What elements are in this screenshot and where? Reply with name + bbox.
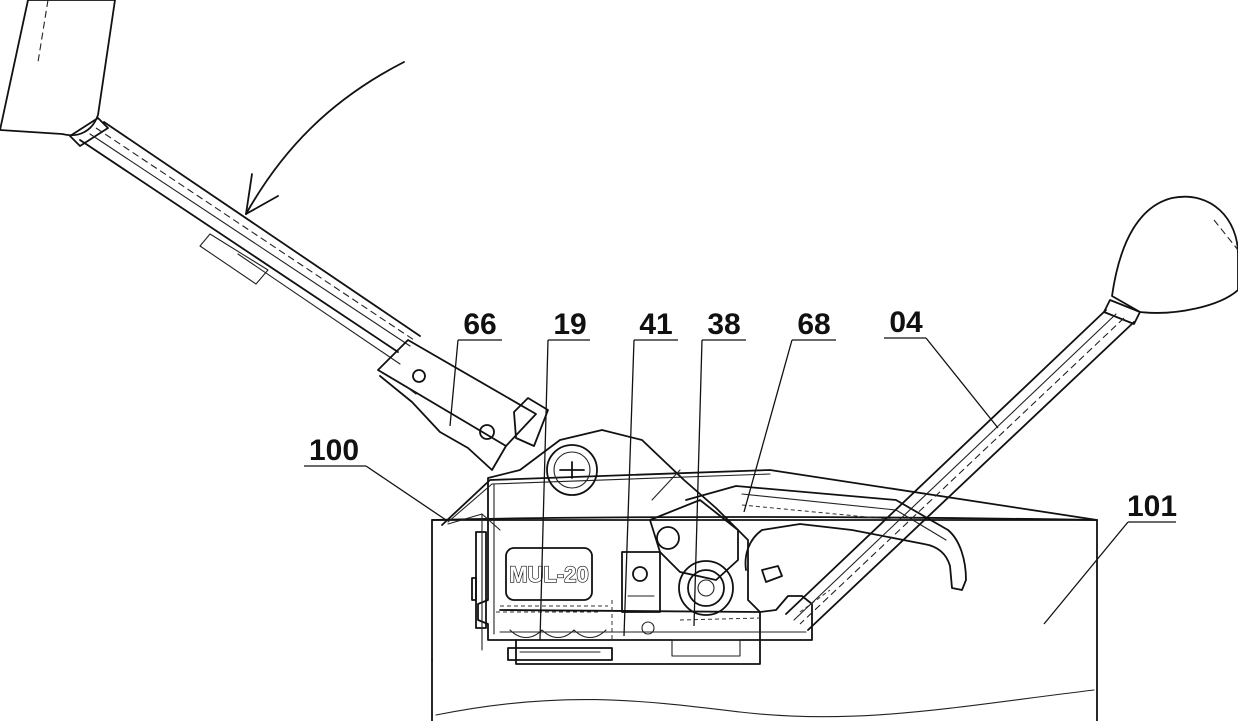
label-41: 41 bbox=[639, 308, 672, 341]
leader-lines bbox=[304, 337, 1176, 641]
label-68: 68 bbox=[797, 308, 830, 341]
label-66: 66 bbox=[463, 308, 496, 341]
label-04: 04 bbox=[889, 306, 923, 339]
label-19: 19 bbox=[553, 308, 586, 341]
tool-body: MUL-20 bbox=[471, 429, 813, 665]
label-38: 38 bbox=[707, 308, 740, 341]
left-lever bbox=[0, 0, 549, 471]
motion-arrow bbox=[245, 61, 405, 215]
cutter-lever bbox=[685, 485, 967, 591]
model-logo: MUL-20 bbox=[509, 562, 588, 587]
workpiece bbox=[431, 516, 1098, 721]
part-labels: 66 19 41 38 68 04 100 101 bbox=[309, 306, 1177, 523]
right-lever bbox=[785, 195, 1238, 631]
label-101: 101 bbox=[1127, 490, 1177, 523]
label-100: 100 bbox=[309, 434, 359, 467]
strap-end bbox=[447, 513, 501, 651]
